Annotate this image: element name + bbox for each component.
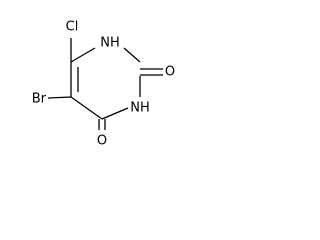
atom-br: Br [32, 92, 47, 107]
bond-c5-br [47, 96, 72, 99]
ring-bonds [70, 47, 141, 120]
atom-nh-top: NH [100, 36, 120, 51]
bond-n3-c4 [101, 107, 129, 120]
chemical-structure: Cl NH O NH O Br [32, 20, 175, 149]
bond-c4-c5 [70, 96, 103, 120]
atom-o-bottom: O [97, 134, 107, 149]
atom-cl: Cl [66, 20, 79, 35]
bond-n1-c2 [123, 47, 141, 63]
atom-labels: Cl NH O NH O Br [32, 20, 175, 149]
atom-o-right: O [165, 65, 175, 80]
atom-nh-bottom: NH [130, 101, 150, 116]
substituent-bonds [47, 38, 163, 130]
bond-c6-n1 [70, 47, 96, 63]
